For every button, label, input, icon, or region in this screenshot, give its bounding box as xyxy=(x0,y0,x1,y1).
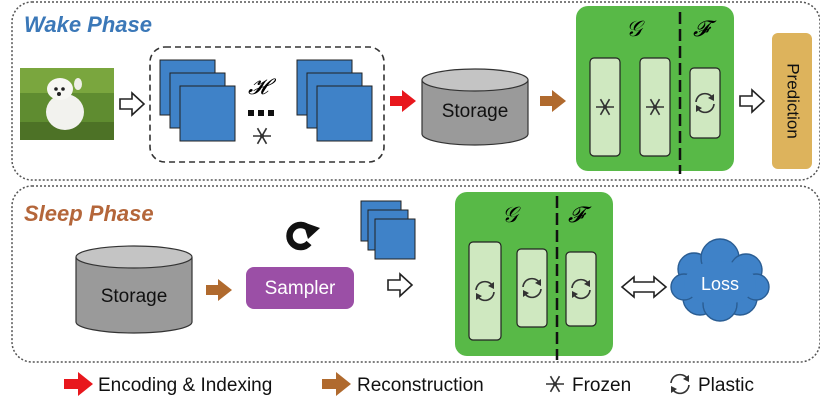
sampler-label: Sampler xyxy=(265,278,336,299)
arrow-to-prediction xyxy=(739,89,765,113)
legend-brown-arrow xyxy=(322,372,351,396)
ellipsis-dots xyxy=(248,110,274,116)
sleep-phase-title: Sleep Phase xyxy=(24,201,154,226)
sleep-g-block-2 xyxy=(516,248,548,328)
sleep-storage-label: Storage xyxy=(101,286,168,307)
sleep-f-block xyxy=(565,251,597,327)
wake-f-block xyxy=(689,67,721,139)
legend-plastic-icon xyxy=(670,373,690,395)
sleep-phase-panel xyxy=(11,185,820,363)
input-feature-stack xyxy=(159,59,236,142)
loss-label: Loss xyxy=(701,274,739,294)
wake-storage xyxy=(421,68,529,146)
legend-frozen-icon xyxy=(545,375,565,393)
wake-storage-label: Storage xyxy=(442,101,509,122)
loss-cloud xyxy=(670,238,770,322)
legend-reconstruction: Reconstruction xyxy=(357,375,484,396)
output-feature-stack xyxy=(296,59,373,142)
wake-phase-title: Wake Phase xyxy=(24,12,152,37)
refresh-icon xyxy=(286,221,320,251)
arrow-samples-to-model xyxy=(387,273,413,297)
arrow-image-to-encoder xyxy=(119,92,145,116)
sampled-feature-stack xyxy=(360,200,416,260)
prediction-box xyxy=(772,33,812,169)
reconstruction-arrow-wake xyxy=(540,90,566,112)
sampler-box xyxy=(246,267,354,309)
frozen-icon-h xyxy=(252,127,272,145)
prediction-label: Prediction xyxy=(784,63,803,139)
wake-phase-panel xyxy=(11,1,820,181)
legend-frozen: Frozen xyxy=(572,375,631,396)
sleep-storage xyxy=(75,245,193,334)
sleep-g-symbol: 𝒢 xyxy=(502,203,521,228)
h-symbol: 𝓗 xyxy=(248,75,277,100)
sleep-g-block-1 xyxy=(468,241,502,341)
encoder-box xyxy=(149,46,385,163)
reconstruction-arrow-sleep-1 xyxy=(206,279,232,301)
legend-encoding: Encoding & Indexing xyxy=(98,375,272,396)
double-arrow xyxy=(620,275,668,299)
legend-plastic: Plastic xyxy=(698,375,754,396)
encoding-arrow xyxy=(390,90,416,112)
wake-g-symbol: 𝒢 xyxy=(626,17,645,42)
legend-red-arrow xyxy=(64,372,93,396)
input-image xyxy=(20,68,114,140)
